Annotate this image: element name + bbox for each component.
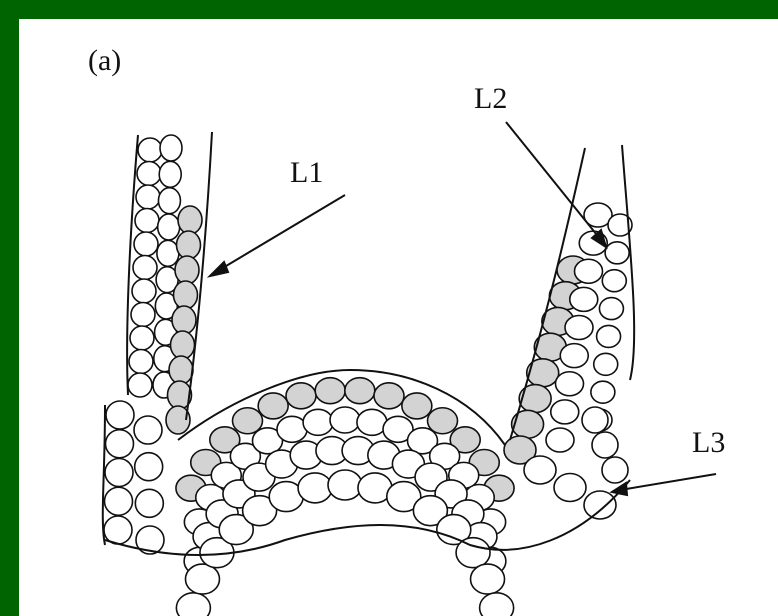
l3-cell [176,593,210,616]
cell-layers [104,135,632,616]
left-arm-cell [130,326,154,350]
right-arm-cell [560,344,588,368]
right-arm-cell [591,381,615,403]
right-arm-cell [565,316,593,340]
right-arm-cell [605,242,629,264]
base-cell [584,491,616,519]
base-cell [106,401,134,429]
left-arm-cell [136,185,160,209]
base-cell [524,456,556,484]
base-cell [106,430,134,458]
right-arm-cell [602,270,626,292]
l3-cell [480,593,514,616]
l1-cell [286,383,316,409]
l3-cell [456,538,490,568]
l1-cell [178,206,202,234]
left-arm-cell [134,232,158,256]
base-cell [135,453,163,481]
base-cell [105,487,133,515]
left-arm-cell [132,279,156,303]
l1-cell [374,383,404,409]
left-arm-cell [158,214,180,240]
l3-cell [298,473,332,503]
base-cell [582,407,608,433]
base-cell [554,474,586,502]
left-arm-cell [129,350,153,374]
right-arm-cell [556,372,584,396]
l1-cell [402,393,432,419]
left-arm-cell [128,373,152,397]
left-arm-cell [158,188,180,214]
right-arm-cell [575,259,603,283]
left-arm-cell [133,256,157,280]
l1-cell [315,378,345,404]
l3-cell [471,564,505,594]
left-arm-cell [135,209,159,233]
label-l2: L2 [474,82,507,115]
left-arm-cell [137,162,161,186]
right-arm-cell [546,428,574,452]
label-l1: L1 [290,156,323,189]
l1-cell [174,281,198,309]
l1-cell [258,393,288,419]
base-cell [602,457,628,483]
base-cell [104,516,132,544]
left-arm-cell [138,138,162,162]
left-arm-cell [159,161,181,187]
l3-arrowhead [612,483,627,495]
base-cell [135,489,163,517]
l1-cell [171,331,195,359]
right-arm-cell [570,287,598,311]
l1-cell [177,231,201,259]
label-l3: L3 [692,426,725,459]
panel-label: (a) [88,44,121,77]
l1-arrow-line [216,195,345,272]
l3-cell [185,564,219,594]
base-cell [105,459,133,487]
l2-cell [303,409,333,435]
l2-arrow-line [506,122,601,240]
l2-cell [330,407,360,433]
l1-cell [345,378,375,404]
l3-arrow-line [620,474,716,490]
l1-cell [169,356,193,384]
l3-cell [328,470,362,500]
right-arm-cell [594,353,618,375]
right-arm-cell [599,298,623,320]
l1-cell [172,306,196,334]
right-arm-cell [551,400,579,424]
base-cell [592,432,618,458]
right-arm-cell [597,325,621,347]
left-arm-cell [131,303,155,327]
l1-cell [512,410,544,438]
left-arm-cell [160,135,182,161]
l1-cell [175,256,199,284]
base-cell [134,416,162,444]
l1-arrowhead [210,262,228,276]
left-arm-cell [157,240,179,266]
